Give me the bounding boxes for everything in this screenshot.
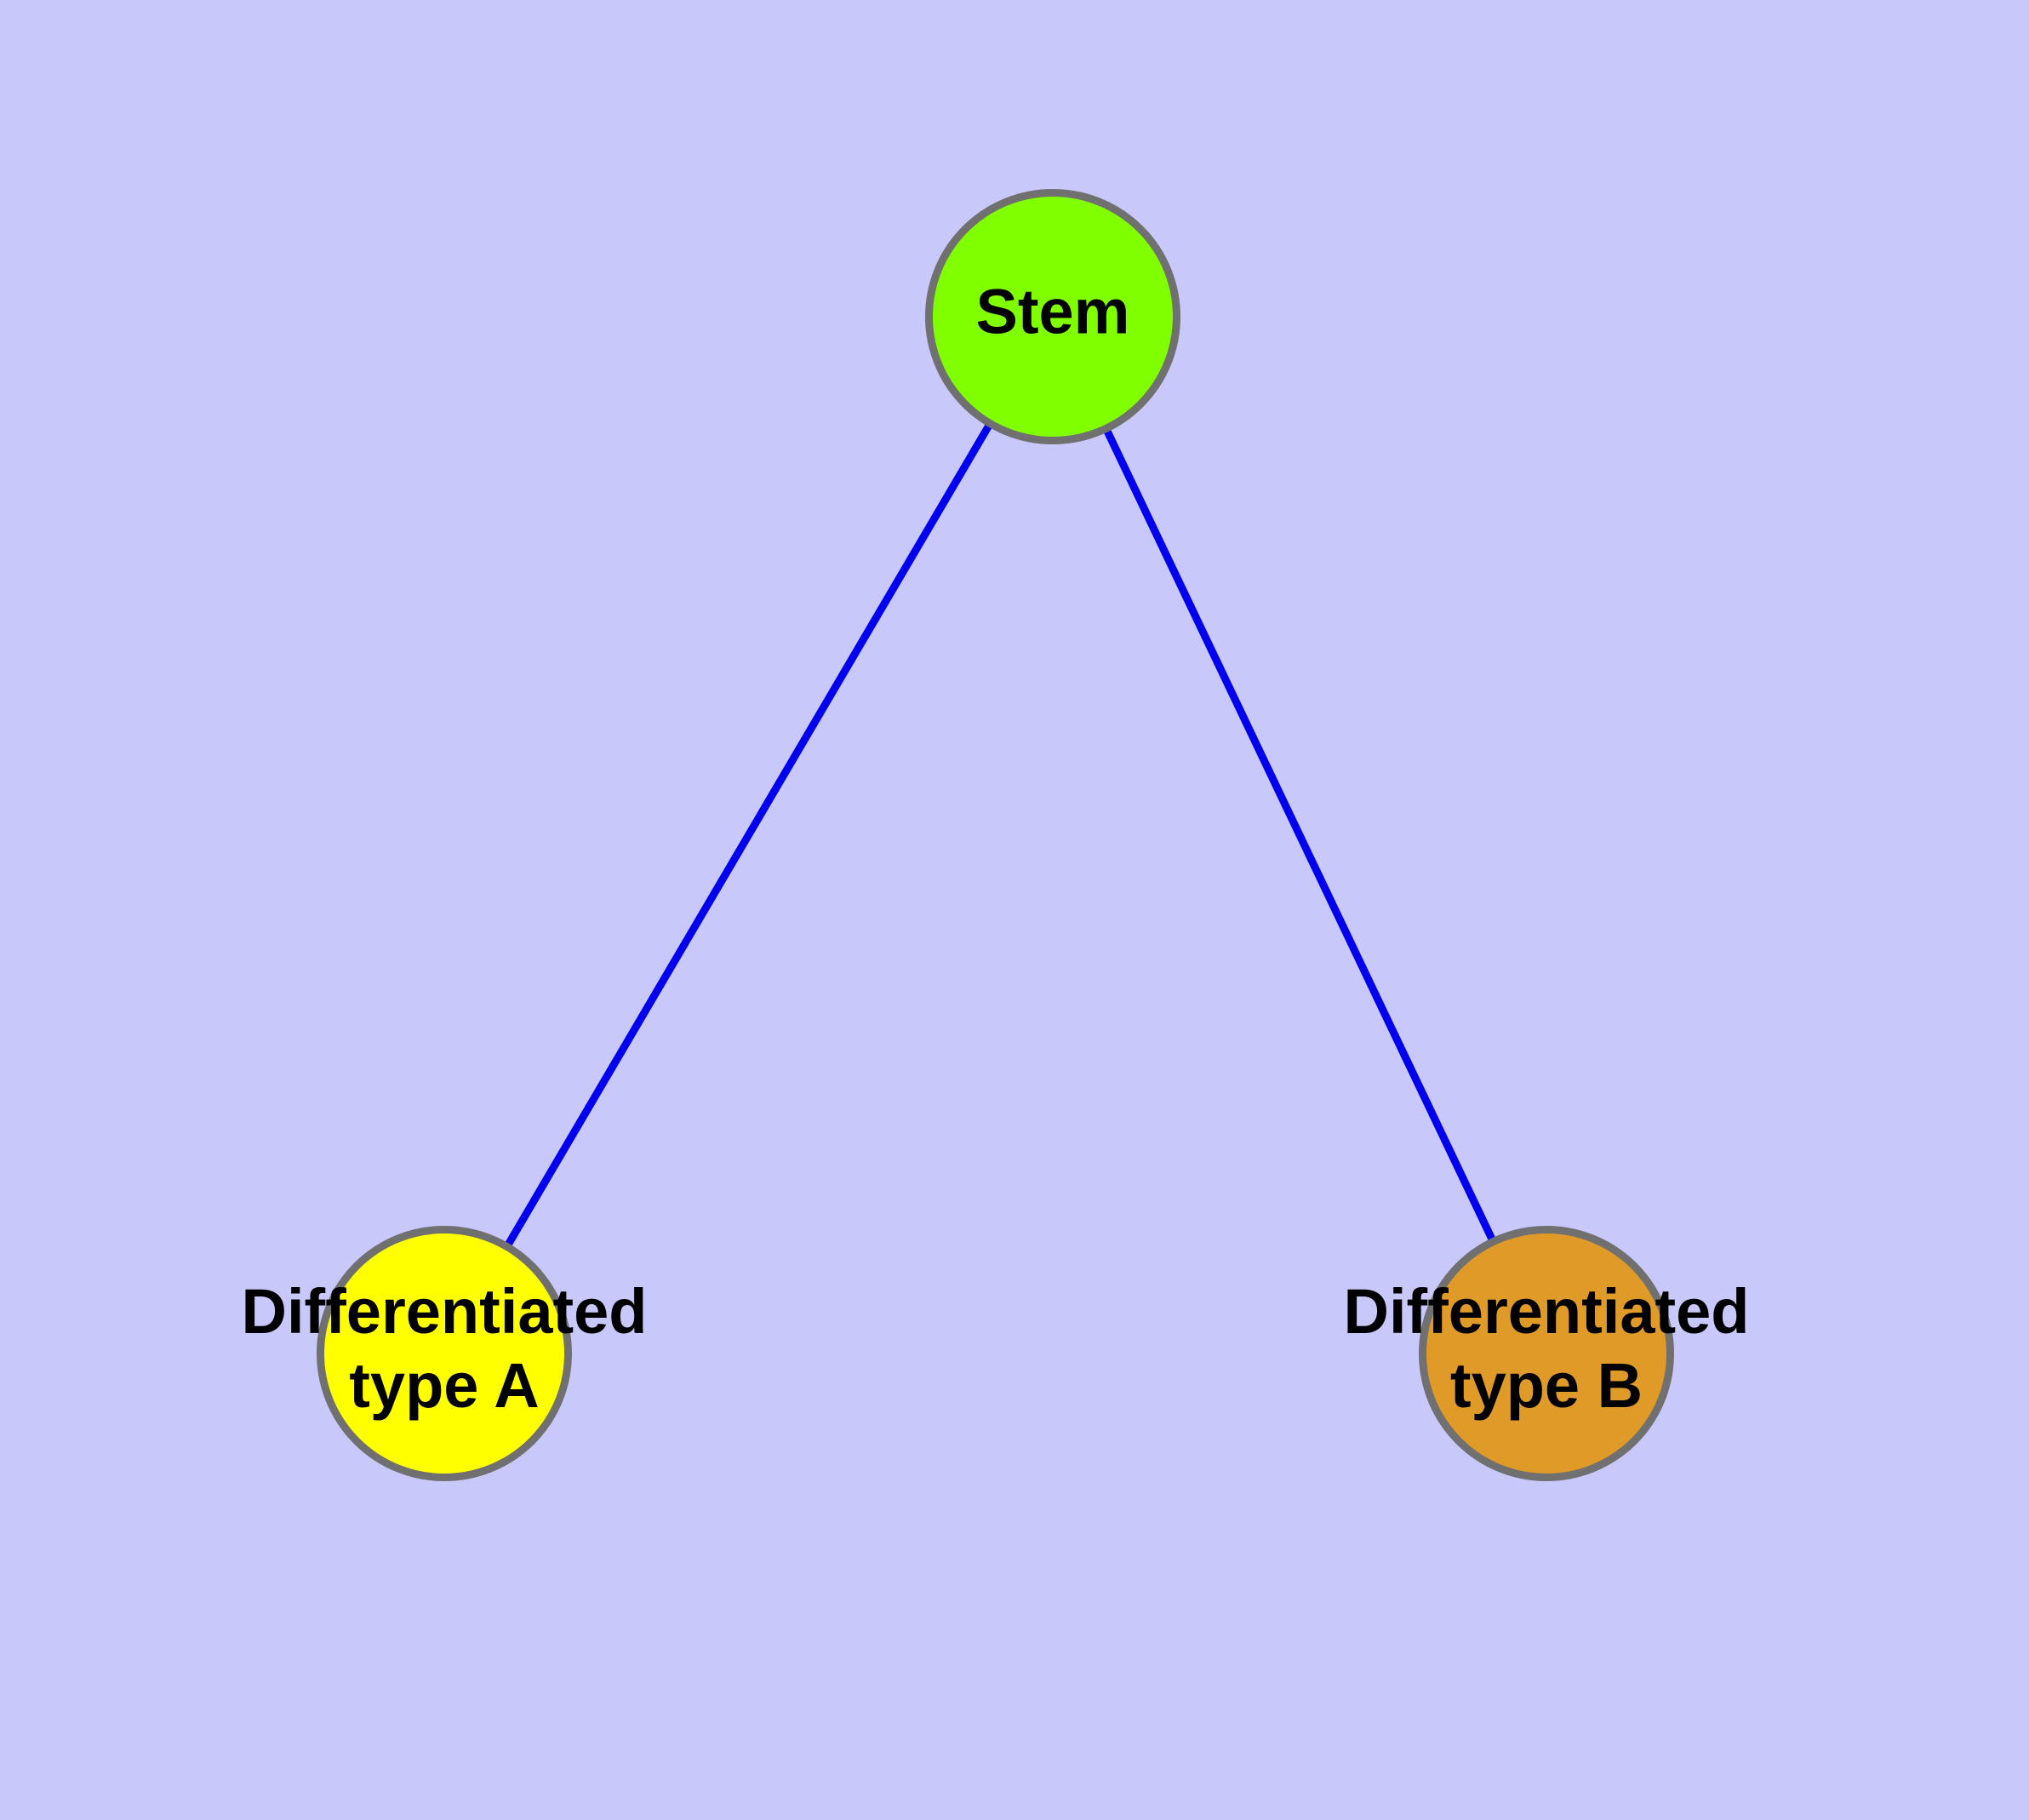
node-label-line: Stem xyxy=(976,277,1130,347)
node-label-stem: Stem xyxy=(976,277,1130,347)
node-diff-a[interactable] xyxy=(317,1226,572,1481)
nodes-layer xyxy=(317,189,1674,1481)
node-label-line: Differentiated xyxy=(1344,1276,1750,1347)
node-label-line: type B xyxy=(1450,1350,1643,1421)
edge-stem-to-a xyxy=(441,314,1056,1356)
node-stem[interactable] xyxy=(925,189,1180,444)
edges-layer xyxy=(441,314,1551,1356)
edge-stem-to-b xyxy=(1049,315,1551,1355)
node-label-line: Differentiated xyxy=(242,1276,648,1347)
node-label-line: type A xyxy=(349,1350,539,1421)
node-diff-b[interactable] xyxy=(1419,1226,1674,1481)
